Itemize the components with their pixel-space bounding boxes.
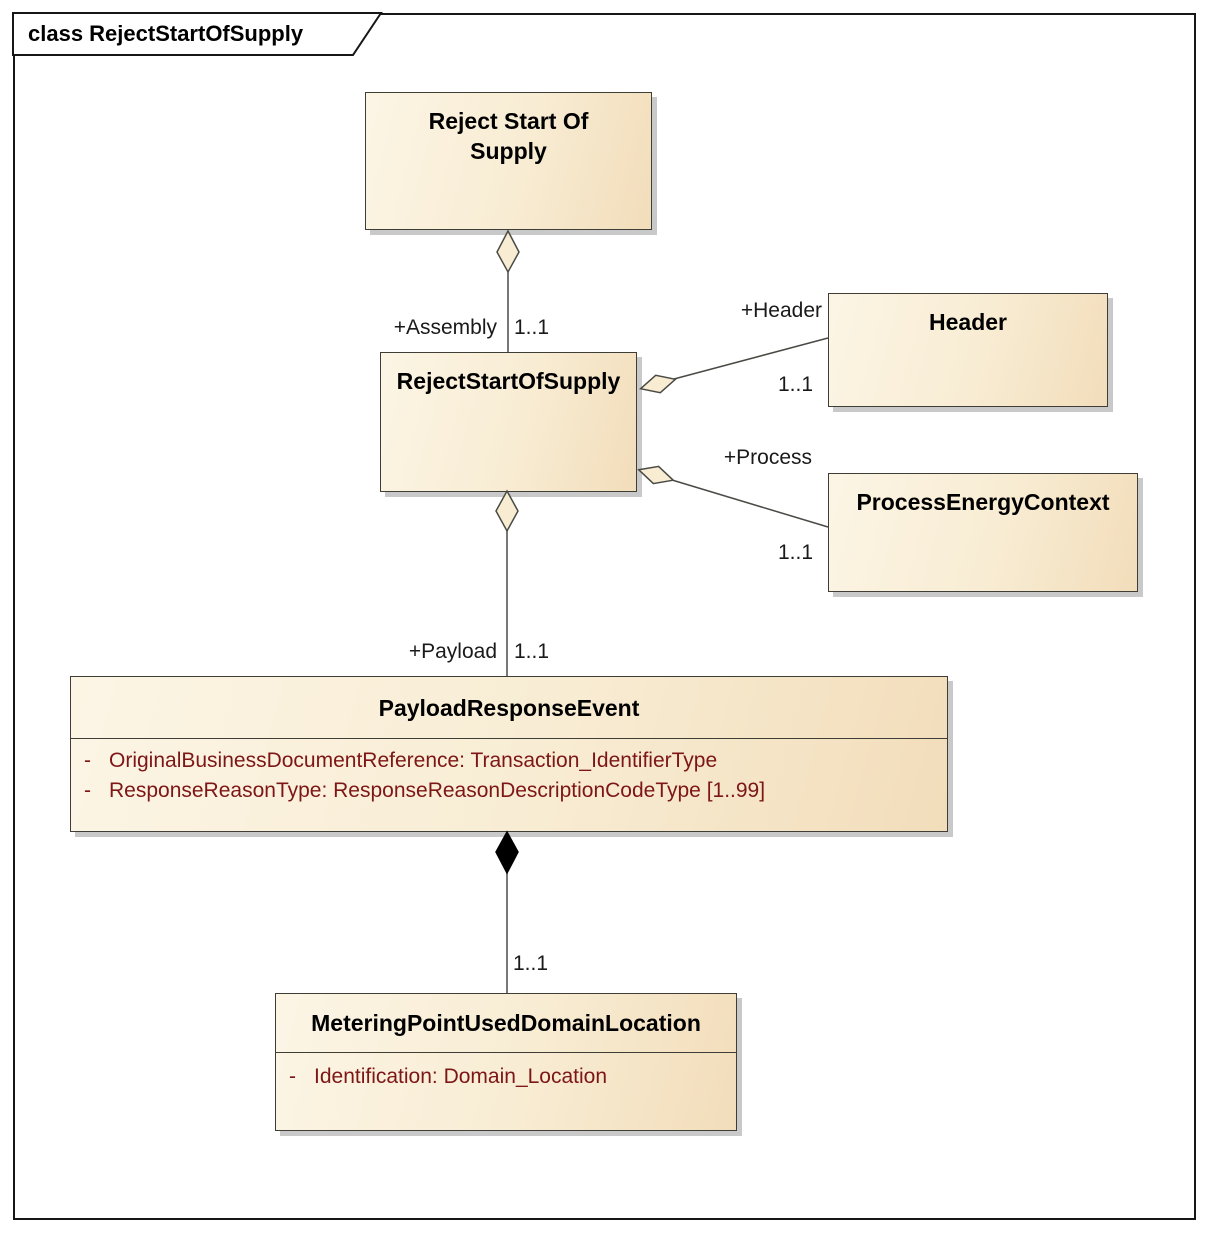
multiplicity-label-metering: 1..1 bbox=[513, 952, 549, 975]
attribute-text: ResponseReasonType: ResponseReasonDescri… bbox=[109, 779, 766, 802]
class-box-reject-start-of-supply[interactable]: RejectStartOfSupply bbox=[380, 352, 637, 492]
class-name: MeteringPointUsedDomainLocation bbox=[311, 1010, 701, 1036]
role-label-assembly: +Assembly bbox=[393, 316, 497, 339]
role-label-process: +Process bbox=[723, 446, 812, 469]
multiplicity-label-assembly: 1..1 bbox=[514, 316, 550, 339]
class-box-process-energy-context[interactable]: ProcessEnergyContext bbox=[828, 473, 1138, 592]
class-box-reject-start-of-supply-doc[interactable]: Reject Start Of Supply bbox=[365, 92, 652, 230]
class-box-metering-point-used-domain-location[interactable]: MeteringPointUsedDomainLocation - Identi… bbox=[275, 993, 737, 1131]
class-name: RejectStartOfSupply bbox=[396, 368, 621, 394]
class-box-header[interactable]: Header bbox=[828, 293, 1108, 407]
multiplicity-label-header: 1..1 bbox=[778, 373, 814, 396]
role-label-payload: +Payload bbox=[408, 640, 497, 663]
diagram-title-tab: class RejectStartOfSupply bbox=[28, 21, 304, 46]
attribute-row: - OriginalBusinessDocumentReference: Tra… bbox=[71, 746, 947, 776]
multiplicity-label-payload: 1..1 bbox=[514, 640, 550, 663]
attribute-row: - Identification: Domain_Location bbox=[276, 1062, 736, 1092]
attributes-compartment: - Identification: Domain_Location bbox=[276, 1052, 736, 1092]
attribute-text: Identification: Domain_Location bbox=[314, 1065, 608, 1088]
visibility-marker: - bbox=[84, 779, 91, 802]
attribute-row: - ResponseReasonType: ResponseReasonDesc… bbox=[71, 776, 947, 806]
class-name: Header bbox=[929, 309, 1007, 335]
attributes-compartment: - OriginalBusinessDocumentReference: Tra… bbox=[71, 738, 947, 806]
visibility-marker: - bbox=[289, 1065, 296, 1088]
attribute-text: OriginalBusinessDocumentReference: Trans… bbox=[109, 749, 718, 772]
class-name: ProcessEnergyContext bbox=[856, 489, 1110, 515]
class-name: Reject Start Of Supply bbox=[428, 108, 589, 164]
class-name: PayloadResponseEvent bbox=[378, 694, 640, 721]
class-box-payload-response-event[interactable]: PayloadResponseEvent - OriginalBusinessD… bbox=[70, 676, 948, 832]
visibility-marker: - bbox=[84, 749, 91, 772]
multiplicity-label-process: 1..1 bbox=[778, 541, 814, 564]
role-label-header: +Header bbox=[740, 299, 822, 322]
